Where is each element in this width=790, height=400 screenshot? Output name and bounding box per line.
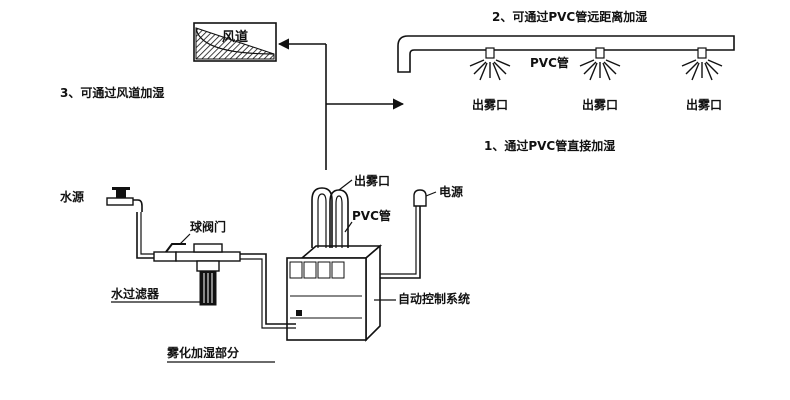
- air-duct: [193, 22, 277, 62]
- control-system-label: 自动控制系统: [398, 291, 470, 306]
- long-pvc-pipe: [397, 35, 735, 73]
- ball-valve-label: 球阀门: [190, 219, 226, 234]
- nozzle-1: [469, 47, 511, 81]
- unit-mist-outlets: [311, 187, 349, 248]
- nozzle-label-3: 出雾口: [686, 97, 722, 112]
- filter-to-unit-line: [240, 253, 296, 329]
- valve-leader: [179, 233, 191, 245]
- nozzle-3: [681, 47, 723, 81]
- atomizer-unit: [286, 244, 383, 342]
- mist-riser-pipe: [277, 38, 405, 170]
- note-direct-humidification: 1、通过PVC管直接加湿: [484, 138, 615, 153]
- outlet-leader: [338, 179, 353, 191]
- water-filter: [175, 243, 241, 306]
- atomizer-section-label: 雾化加湿部分: [166, 345, 239, 360]
- water-supply-line: [136, 212, 154, 259]
- pvc-pipe-unit-label: PVC管: [352, 208, 391, 223]
- pvc-leader: [344, 221, 353, 233]
- duct-label: 风道: [222, 29, 248, 45]
- unit-outlet-label: 出雾口: [354, 173, 390, 188]
- water-source-label: 水源: [60, 189, 84, 204]
- water-tap: [106, 187, 143, 212]
- nozzle-label-2: 出雾口: [582, 97, 618, 112]
- note-duct-humidification: 3、可通过风道加湿: [60, 85, 164, 100]
- water-filter-label: 水过滤器: [111, 286, 160, 301]
- note-long-distance: 2、可通过PVC管远距离加湿: [492, 9, 647, 24]
- pvc-pipe-label-top: PVC管: [530, 55, 569, 70]
- nozzle-label-1: 出雾口: [472, 97, 508, 112]
- power-label: 电源: [439, 184, 463, 199]
- power-plug: [380, 189, 427, 279]
- power-leader: [425, 191, 437, 197]
- nozzle-2: [579, 47, 621, 81]
